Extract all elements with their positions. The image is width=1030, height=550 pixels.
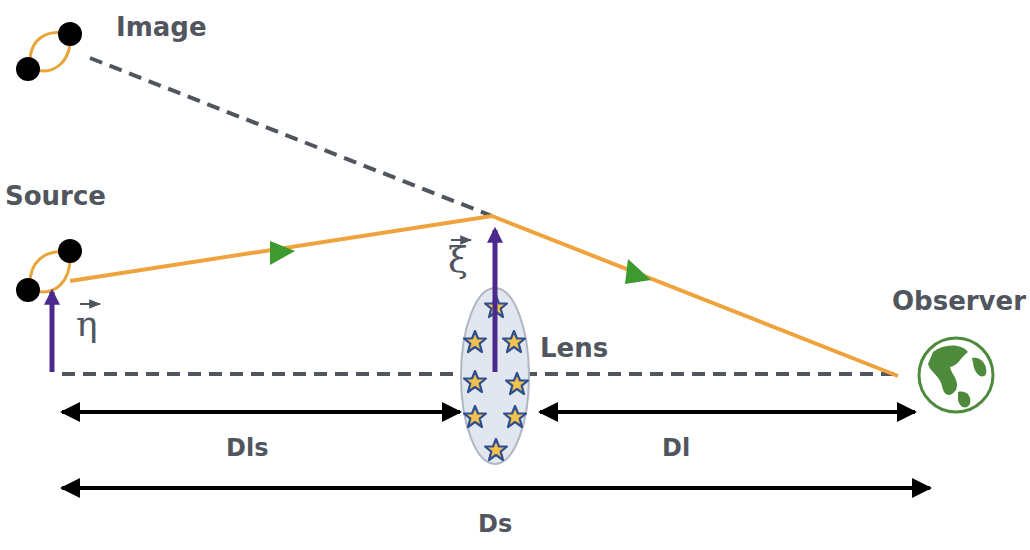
distance-label: Dls [226,436,268,460]
observer-label: Observer [892,288,1026,314]
light-ray [70,216,898,376]
distance-label: Ds [478,512,512,536]
earth-icon [919,338,993,412]
source-label: Source [5,183,106,209]
vector-accent [451,239,471,241]
distance-arrow [62,486,930,490]
image-sightline [90,58,492,216]
image-binary [16,22,82,81]
vector-accent [80,303,100,305]
distance-arrow [540,410,915,414]
distance-label: Dl [662,436,690,460]
eta-symbol: η [76,306,98,342]
source-binary [16,239,82,302]
image-label: Image [116,14,207,40]
xi-symbol: ξ [448,242,468,278]
ray-direction [270,241,295,265]
distance-arrow [62,410,460,414]
eta-vector [50,292,55,372]
ray-direction [625,259,651,284]
xi-vector [493,230,498,372]
lens-label: Lens [540,335,608,361]
